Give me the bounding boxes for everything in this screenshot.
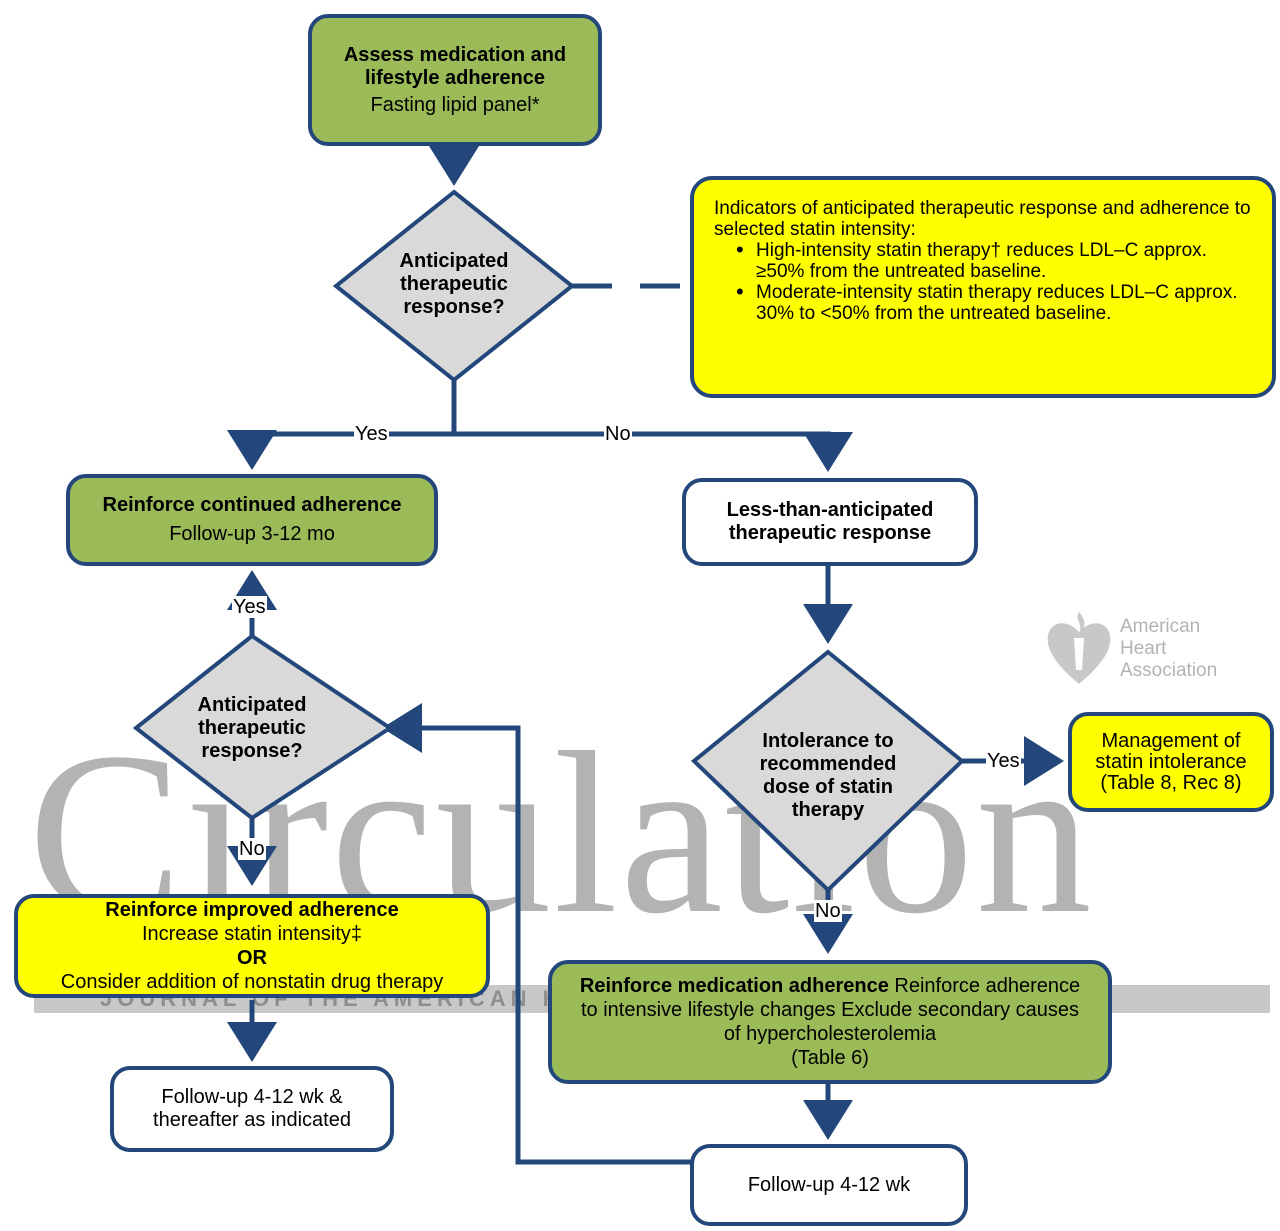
edge-yes1 bbox=[227, 430, 454, 470]
reinforce-med-body: Reinforce medication adherence Reinforce… bbox=[572, 974, 1088, 1046]
reinforce-improved-title: Reinforce improved adherence bbox=[105, 899, 399, 921]
reinforce-med-node: Reinforce medication adherence Reinforce… bbox=[548, 960, 1112, 1084]
reinforce-continued-title: Reinforce continued adherence bbox=[102, 494, 402, 516]
reinforce-improved-node: Reinforce improved adherence Increase st… bbox=[14, 894, 490, 998]
reinforce-med-table: (Table 6) bbox=[791, 1047, 869, 1069]
label-no1: No bbox=[604, 423, 632, 445]
reinforce-improved-line2: Consider addition of nonstatin drug ther… bbox=[60, 971, 444, 993]
less-than-title: Less-than-anticipated therapeutic respon… bbox=[726, 499, 934, 544]
info-box: Indicators of anticipated therapeutic re… bbox=[690, 176, 1276, 398]
followup-left-text: Follow-up 4-12 wk & thereafter as indica… bbox=[153, 1086, 351, 1131]
decision1-text: Anticipated therapeutic response? bbox=[399, 249, 509, 318]
label-no3: No bbox=[814, 900, 842, 922]
heart-torch-icon bbox=[1047, 612, 1111, 684]
aha-logo-text: American Heart Association bbox=[1120, 616, 1218, 681]
reinforce-improved-or: OR bbox=[237, 947, 267, 969]
reinforce-improved-line1: Increase statin intensity‡ bbox=[141, 923, 363, 945]
decision2-text: Anticipated therapeutic response? bbox=[197, 693, 307, 762]
aha-logo: American Heart Association bbox=[1044, 608, 1244, 688]
followup-left-node: Follow-up 4-12 wk & thereafter as indica… bbox=[110, 1066, 394, 1152]
label-yes1: Yes bbox=[354, 423, 389, 445]
info-bullet: Moderate-intensity statin therapy reduce… bbox=[736, 281, 1258, 324]
decision1-shape bbox=[332, 189, 576, 383]
label-yes3: Yes bbox=[986, 750, 1021, 772]
assess-node: Assess medication and lifestyle adherenc… bbox=[308, 14, 602, 146]
decision2-shape bbox=[132, 633, 394, 821]
info-bullets: High-intensity statin therapy† reduces L… bbox=[714, 239, 1258, 324]
reinforce-med-text: Reinforce adherence to intensive lifesty… bbox=[580, 975, 1081, 1045]
info-bullet: High-intensity statin therapy† reduces L… bbox=[736, 239, 1258, 282]
label-no2: No bbox=[238, 838, 266, 860]
management-text: Management of statin intolerance (Table … bbox=[1095, 729, 1247, 794]
followup-bottom-text: Follow-up 4-12 wk bbox=[747, 1173, 911, 1196]
less-than-node: Less-than-anticipated therapeutic respon… bbox=[682, 478, 978, 566]
followup-bottom-node: Follow-up 4-12 wk bbox=[690, 1144, 968, 1226]
reinforce-med-title: Reinforce medication adherence bbox=[579, 975, 889, 997]
label-yes2: Yes bbox=[232, 596, 267, 618]
reinforce-continued-text: Follow-up 3-12 mo bbox=[169, 523, 335, 545]
edge-followup-loop bbox=[382, 703, 692, 1165]
management-node: Management of statin intolerance (Table … bbox=[1068, 712, 1274, 812]
decision3-text: Intolerance to recommended dose of stati… bbox=[759, 730, 897, 821]
assess-title: Assess medication and lifestyle adherenc… bbox=[343, 43, 567, 89]
info-intro: Indicators of anticipated therapeutic re… bbox=[714, 198, 1251, 240]
assess-text: Fasting lipid panel* bbox=[370, 93, 540, 116]
decision3-shape bbox=[690, 649, 966, 893]
reinforce-continued-node: Reinforce continued adherence Follow-up … bbox=[66, 474, 438, 566]
edge-no1 bbox=[454, 431, 853, 472]
